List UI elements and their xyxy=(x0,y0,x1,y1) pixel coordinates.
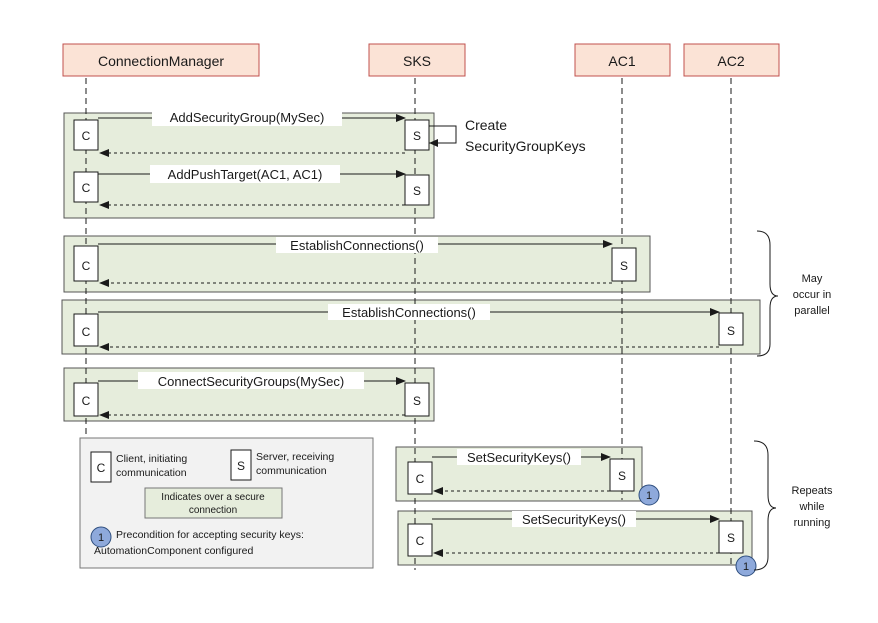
message-label: ConnectSecurityGroups(MySec) xyxy=(158,374,344,389)
message-establish-connections-ac2: C S EstablishConnections() xyxy=(73,304,744,351)
participant-label: ConnectionManager xyxy=(98,53,224,69)
legend-server-box xyxy=(230,449,252,481)
server-box xyxy=(404,174,430,206)
precondition-badge xyxy=(638,484,660,506)
server-box-label: S xyxy=(618,469,626,483)
participant-label: SKS xyxy=(403,53,431,69)
legend-precondition-line1: Precondition for accepting security keys… xyxy=(116,529,304,541)
legend-client-box xyxy=(90,451,112,483)
repeat-note-line3: running xyxy=(794,517,831,529)
message-label: AddPushTarget(AC1, AC1) xyxy=(168,167,323,182)
legend-secure-line1: Indicates over a secure xyxy=(161,492,265,503)
self-message-line2: SecurityGroupKeys xyxy=(465,138,586,154)
client-box-label: C xyxy=(82,325,91,339)
server-box-label: S xyxy=(727,531,735,545)
client-box xyxy=(73,119,99,151)
message-label: SetSecurityKeys() xyxy=(467,450,571,465)
message-label: EstablishConnections() xyxy=(290,238,424,253)
client-box xyxy=(73,313,99,347)
server-box-label: S xyxy=(413,394,421,408)
participant-sks: SKS xyxy=(368,43,466,77)
client-box xyxy=(73,171,99,203)
message-connect-security-groups: C S ConnectSecurityGroups(MySec) xyxy=(73,372,430,419)
client-box-label: C xyxy=(82,181,91,195)
message-add-security-group: C S AddSecurityGroup(MySec) xyxy=(73,108,430,157)
self-message-create-keys: Create SecurityGroupKeys xyxy=(429,116,600,158)
participant-label: AC2 xyxy=(717,53,744,69)
server-box-label: S xyxy=(413,129,421,143)
repeat-note-line2: while xyxy=(798,501,824,513)
message-establish-connections-ac1: C S EstablishConnections() xyxy=(73,237,637,287)
server-box xyxy=(718,312,744,346)
participant-connection-manager: ConnectionManager xyxy=(62,43,260,77)
server-box xyxy=(609,458,635,492)
parallel-note-line3: parallel xyxy=(794,305,829,317)
client-box-label: C xyxy=(82,394,91,408)
repeat-note-line1: Repeats xyxy=(792,485,833,497)
repeat-brace xyxy=(753,440,777,571)
server-box xyxy=(718,520,744,554)
legend-client-line2: communication xyxy=(116,467,187,479)
server-box xyxy=(404,119,430,151)
legend-secure-line2: connection xyxy=(189,505,237,516)
client-box-label: C xyxy=(82,259,91,273)
client-box-label: C xyxy=(416,534,425,548)
participant-label: AC1 xyxy=(608,53,635,69)
client-box xyxy=(73,382,99,417)
legend-precondition-badge xyxy=(90,526,112,548)
parallel-note-line1: May xyxy=(802,273,823,285)
legend-client-line1: Client, initiating xyxy=(116,453,187,465)
legend-secure-swatch xyxy=(144,487,283,519)
message-label: SetSecurityKeys() xyxy=(522,512,626,527)
client-box xyxy=(73,245,99,282)
server-box-label: S xyxy=(413,184,421,198)
legend-server-line2: communication xyxy=(256,465,327,477)
message-label: EstablishConnections() xyxy=(342,305,476,320)
parallel-note-line2: occur in xyxy=(793,289,832,301)
legend-server-letter: S xyxy=(237,459,245,473)
message-set-security-keys-ac1: C S SetSecurityKeys() 1 xyxy=(407,449,660,506)
self-message-line1: Create xyxy=(465,117,507,133)
client-box xyxy=(407,461,433,495)
legend-server-line1: Server, receiving xyxy=(256,451,334,463)
client-box-label: C xyxy=(82,129,91,143)
legend-client-letter: C xyxy=(97,461,106,475)
server-box-label: S xyxy=(727,324,735,338)
client-box-label: C xyxy=(416,472,425,486)
legend-precondition-number: 1 xyxy=(98,532,104,544)
precondition-badge-label: 1 xyxy=(743,561,749,573)
participant-ac1: AC1 xyxy=(574,43,671,77)
server-box xyxy=(611,247,637,282)
message-set-security-keys-ac2: C S SetSecurityKeys() 1 xyxy=(407,511,757,577)
client-box xyxy=(407,523,433,557)
precondition-badge xyxy=(735,555,757,577)
message-label: AddSecurityGroup(MySec) xyxy=(170,110,325,125)
precondition-badge-label: 1 xyxy=(646,490,652,502)
server-box-label: S xyxy=(620,259,628,273)
participant-ac2: AC2 xyxy=(683,43,780,77)
legend: C Client, initiating communication S Ser… xyxy=(79,437,374,569)
legend-precondition-line2: AutomationComponent configured xyxy=(94,545,254,557)
parallel-brace xyxy=(756,230,779,357)
server-box xyxy=(404,382,430,417)
message-add-push-target: C S AddPushTarget(AC1, AC1) xyxy=(73,165,430,209)
